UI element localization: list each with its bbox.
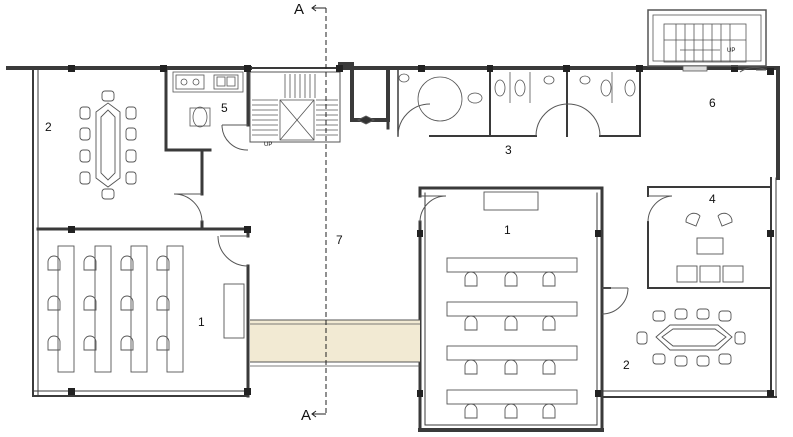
section-marker-top: A xyxy=(294,1,304,18)
exterior-stair-up-label: UP xyxy=(727,48,735,54)
main-stair xyxy=(252,74,338,141)
room-label-lounge: 4 xyxy=(709,192,716,206)
walls xyxy=(6,62,780,432)
section-marker-bottom: A xyxy=(301,407,311,424)
doors xyxy=(173,66,767,315)
exterior-stair xyxy=(647,9,767,72)
classroom-west-furniture xyxy=(47,245,245,373)
kitchen-fixtures xyxy=(172,71,244,128)
meeting-table-west xyxy=(79,90,137,200)
section-line xyxy=(311,4,327,418)
columns xyxy=(68,65,774,397)
room-label-kitchen: 5 xyxy=(221,101,228,115)
room-label-terrace: 6 xyxy=(709,96,716,110)
meeting-table-east xyxy=(636,308,746,367)
classroom-center-furniture xyxy=(446,191,578,419)
stair-up-label: UP xyxy=(264,142,272,148)
room-label-classroom-west: 1 xyxy=(198,315,205,329)
room-label-classroom-center: 1 xyxy=(504,223,511,237)
room-label-meeting-east: 2 xyxy=(623,358,630,372)
restroom-fixtures xyxy=(398,72,636,122)
bridge xyxy=(250,319,420,367)
room-label-corridor: 7 xyxy=(336,233,343,247)
room-label-restrooms: 3 xyxy=(505,143,512,157)
lounge-furniture xyxy=(676,212,744,283)
room-label-meeting-west: 2 xyxy=(45,120,52,134)
